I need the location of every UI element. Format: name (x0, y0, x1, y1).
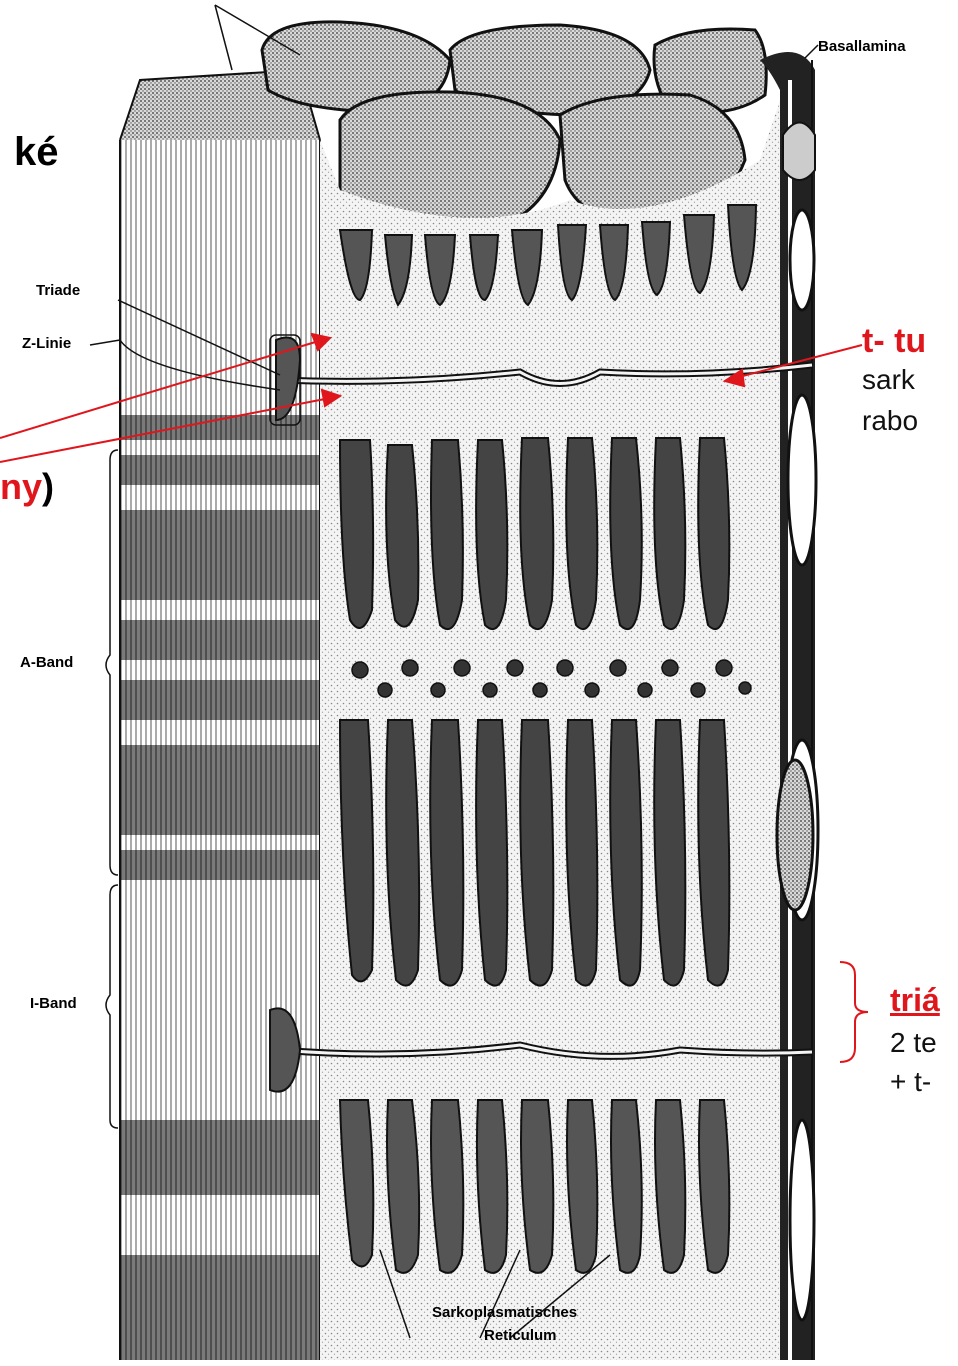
label-z-linie: Z-Linie (22, 335, 71, 352)
label-sarko-line1: Sarkoplasmatisches (432, 1304, 577, 1321)
fragment-paren: ) (42, 466, 54, 507)
fragment-ny: ny (0, 466, 42, 507)
label-sarko-line2: Reticulum (484, 1327, 557, 1344)
triad-bracket (840, 962, 868, 1062)
label-i-band: I-Band (30, 995, 77, 1012)
t-tubule-line3: rabo (862, 405, 918, 437)
sarcoplasmatic-reticulum-lower (340, 1100, 729, 1273)
label-basallamina: Basallamina (818, 38, 906, 55)
myofibril-column (120, 70, 320, 1360)
fragment-ny-wrap: ny) (0, 466, 54, 508)
triad-title: triá (890, 982, 940, 1019)
triad-line2: 2 te (890, 1027, 937, 1059)
fragment-ke: ké (14, 130, 59, 175)
label-a-band: A-Band (20, 654, 73, 671)
label-triade: Triade (36, 282, 80, 299)
triad-line3: + t- (890, 1066, 931, 1098)
t-tubule-line2: sark (862, 364, 915, 396)
t-tubule-title: t- tu (862, 322, 926, 361)
